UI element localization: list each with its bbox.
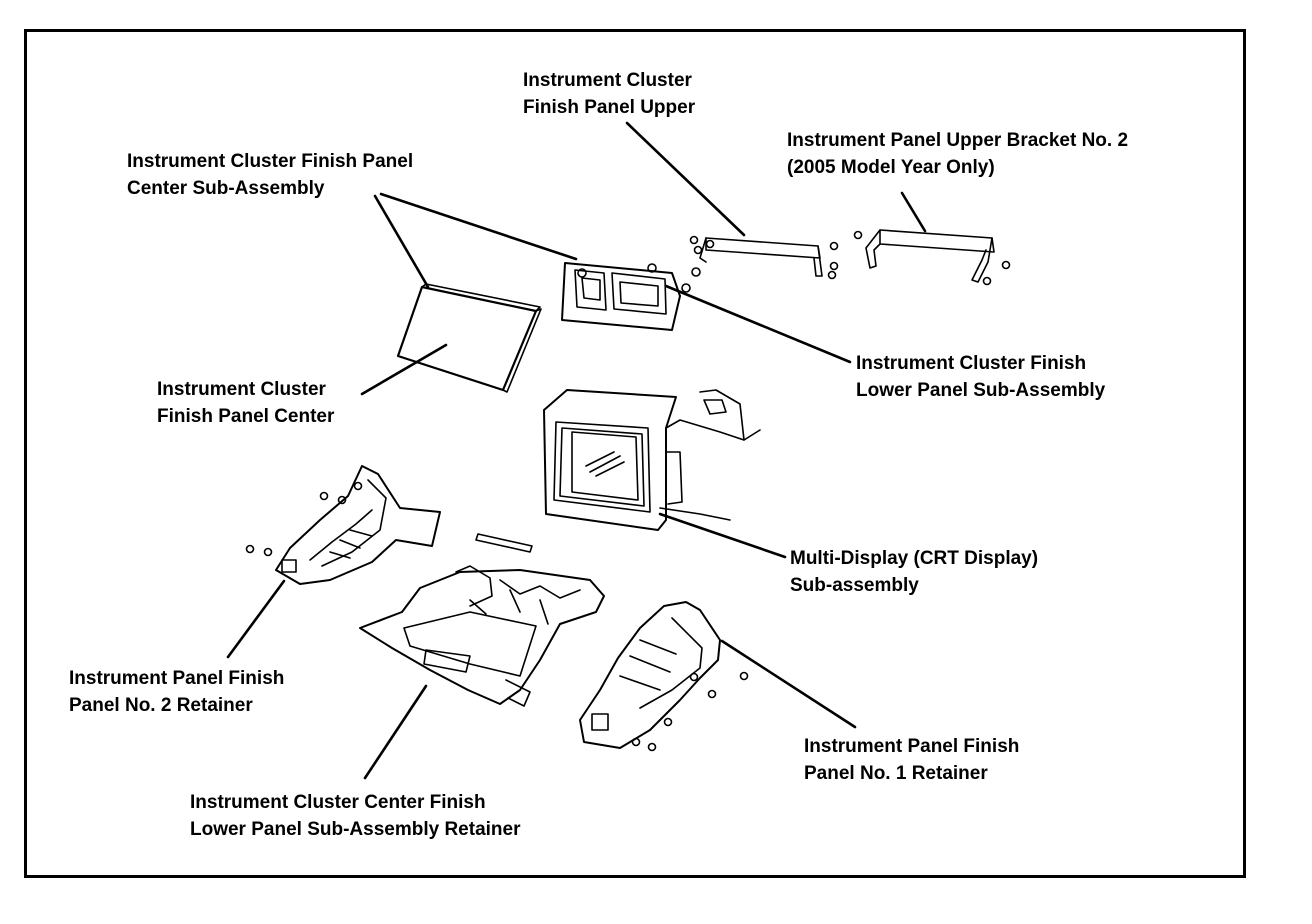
- no1-retainer-part: [579, 601, 749, 752]
- label-center-lower-retainer: Instrument Cluster Center Finish Lower P…: [190, 789, 521, 843]
- label-line: (2005 Model Year Only): [787, 157, 995, 178]
- label-upper-bracket: Instrument Panel Upper Bracket No. 2 (20…: [787, 127, 1128, 181]
- leader-lines: [226, 121, 927, 780]
- upper-bracket-part: [865, 229, 1011, 286]
- label-no2-retainer: Instrument Panel Finish Panel No. 2 Reta…: [69, 665, 284, 719]
- label-line: Instrument Cluster: [523, 70, 692, 91]
- multi-display-part: [543, 389, 761, 531]
- finish-panel-upper-part: [689, 230, 863, 280]
- label-line: Center Sub-Assembly: [127, 178, 325, 199]
- diagram-border: [24, 29, 1246, 878]
- label-line: Instrument Cluster Center Finish: [190, 792, 486, 813]
- center-lower-retainer-part: [359, 565, 605, 707]
- label-line: Panel No. 2 Retainer: [69, 695, 253, 716]
- label-line: Lower Panel Sub-Assembly: [856, 380, 1106, 401]
- label-line: Finish Panel Center: [157, 406, 335, 427]
- finish-panel-center-part: [396, 283, 542, 393]
- label-line: Multi-Display (CRT Display): [790, 548, 1039, 569]
- label-line: Instrument Cluster Finish: [856, 353, 1087, 374]
- label-line: Instrument Panel Finish: [69, 668, 285, 689]
- label-lower-panel-sub-assembly: Instrument Cluster Finish Lower Panel Su…: [856, 350, 1105, 404]
- label-no1-retainer: Instrument Panel Finish Panel No. 1 Reta…: [804, 733, 1019, 787]
- label-line: Instrument Panel Finish: [804, 736, 1020, 757]
- label-line: Sub-assembly: [790, 575, 919, 596]
- label-line: Finish Panel Upper: [523, 97, 696, 118]
- no2-retainer-part: [245, 465, 441, 585]
- label-line: Panel No. 1 Retainer: [804, 763, 988, 784]
- small-bar-part: [475, 533, 533, 553]
- label-center-sub-assembly: Instrument Cluster Finish Panel Center S…: [127, 148, 413, 202]
- label-finish-panel-center: Instrument Cluster Finish Panel Center: [157, 376, 334, 430]
- label-line: Instrument Cluster: [157, 379, 326, 400]
- label-finish-panel-upper: Instrument Cluster Finish Panel Upper: [523, 67, 695, 121]
- label-multi-display: Multi-Display (CRT Display) Sub-assembly: [790, 545, 1038, 599]
- label-line: Instrument Panel Upper Bracket No. 2: [787, 130, 1129, 151]
- label-line: Lower Panel Sub-Assembly Retainer: [190, 819, 521, 840]
- center-sub-assembly-part: [561, 262, 701, 331]
- label-line: Instrument Cluster Finish Panel: [127, 151, 414, 172]
